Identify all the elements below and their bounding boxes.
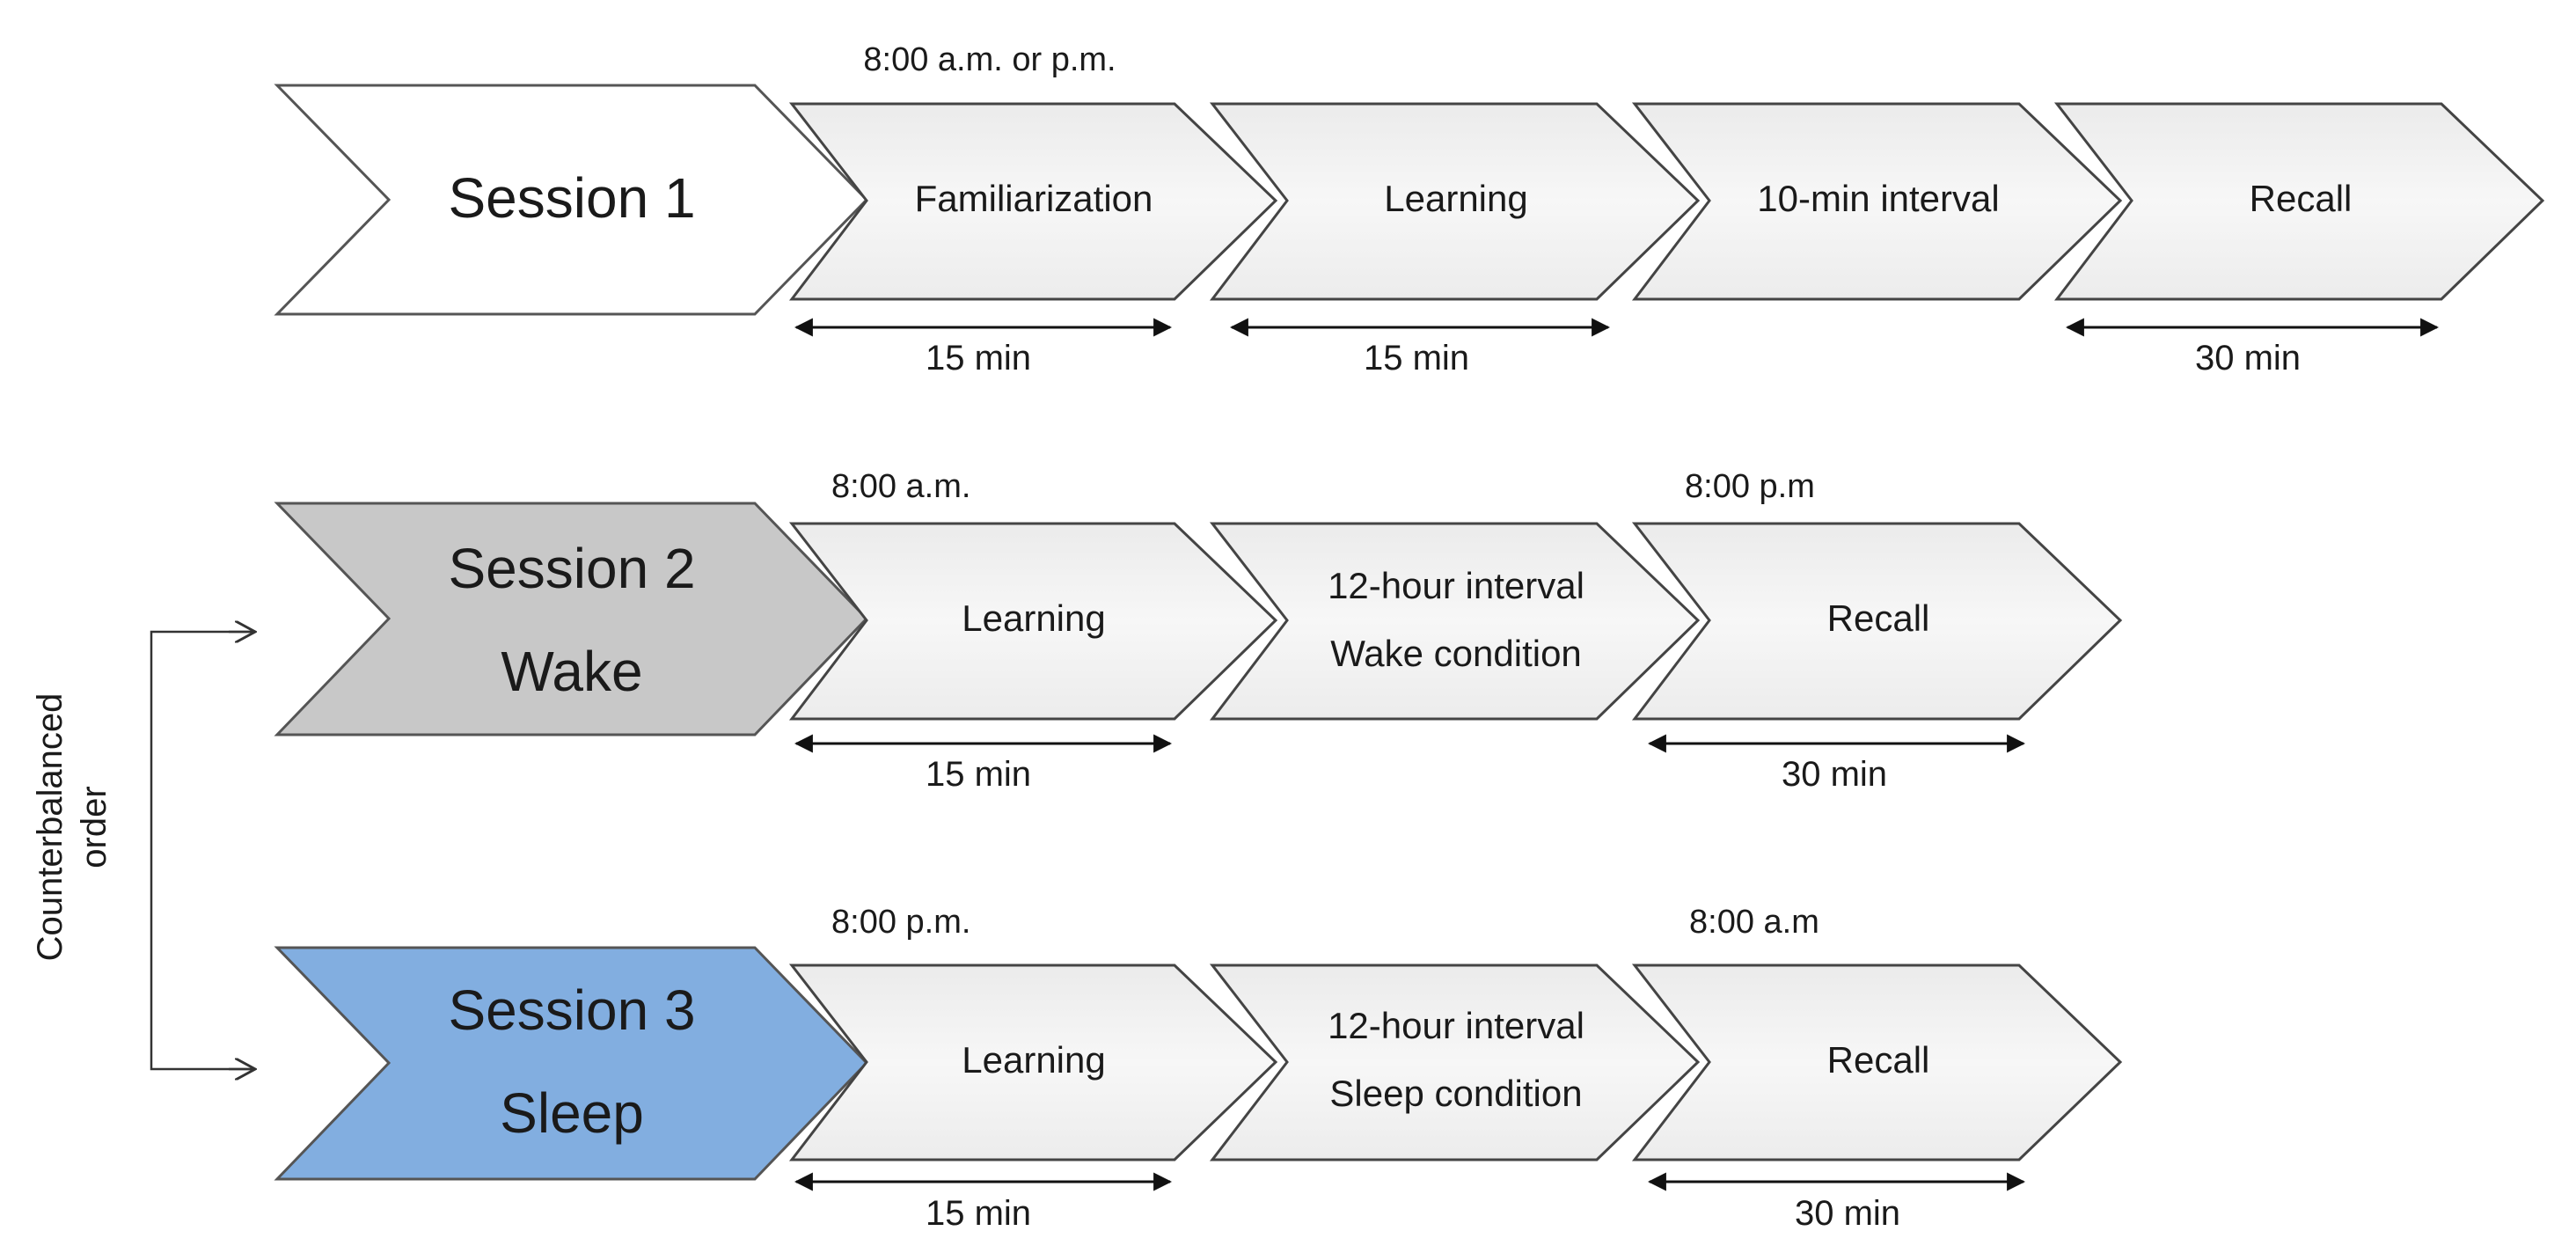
session-1-label: Session 1 xyxy=(448,166,695,230)
step-recall-2 xyxy=(1631,522,2123,721)
session-3-row: Session 3 Sleep 8:00 p.m. 8:00 a.m Learn… xyxy=(274,904,2123,1233)
duration-recall-3: 30 min xyxy=(1795,1194,1900,1233)
step-12h-interval-sleep xyxy=(1209,964,1701,1161)
step-12h-interval-wake-line1: 12-hour interval xyxy=(1328,565,1584,606)
session-2-chevron xyxy=(274,502,869,736)
step-12h-interval-wake-line2: Wake condition xyxy=(1330,633,1582,674)
step-recall-1-label: Recall xyxy=(2250,178,2353,219)
session-2-time-end: 8:00 p.m xyxy=(1685,468,1815,505)
step-12h-interval-wake xyxy=(1209,522,1701,721)
duration-learning-3: 15 min xyxy=(926,1194,1031,1233)
step-12h-interval-sleep-line1: 12-hour interval xyxy=(1328,1005,1584,1046)
step-recall-3 xyxy=(1631,964,2123,1161)
session-3-time-start: 8:00 p.m. xyxy=(831,904,970,941)
session-2-label: Session 2 xyxy=(448,537,695,600)
step-learning-1 xyxy=(1209,102,1701,301)
step-learning-1-label: Learning xyxy=(1384,178,1527,219)
session-2-time-start: 8:00 a.m. xyxy=(831,468,970,505)
session-3-time-end: 8:00 a.m xyxy=(1689,904,1819,941)
step-recall-2-label: Recall xyxy=(1827,597,1930,639)
step-learning-2-label: Learning xyxy=(962,597,1105,639)
duration-learning-1: 15 min xyxy=(1364,339,1469,377)
step-10min-interval-label: 10-min interval xyxy=(1757,178,1999,219)
session-2-condition: Wake xyxy=(501,640,642,703)
bracket-line xyxy=(150,630,253,1071)
session-3-label: Session 3 xyxy=(448,978,695,1042)
session-1-row: Session 1 8:00 a.m. or p.m. Familiarizat… xyxy=(274,41,2545,377)
step-recall-3-label: Recall xyxy=(1827,1039,1930,1081)
duration-recall-1: 30 min xyxy=(2195,339,2301,377)
step-12h-interval-sleep-line2: Sleep condition xyxy=(1329,1073,1582,1114)
session-1-time: 8:00 a.m. or p.m. xyxy=(863,41,1116,78)
step-familiarization-label: Familiarization xyxy=(915,178,1153,219)
counterbalanced-label-line2: order xyxy=(75,786,113,868)
session-1-chevron xyxy=(274,84,869,316)
duration-familiarization: 15 min xyxy=(926,339,1031,377)
step-recall-1 xyxy=(2053,102,2545,301)
step-learning-3 xyxy=(788,964,1278,1161)
step-familiarization xyxy=(788,102,1278,301)
session-3-chevron xyxy=(274,946,869,1181)
duration-recall-2: 30 min xyxy=(1782,755,1887,794)
step-10min-interval xyxy=(1631,102,2123,301)
session-3-condition: Sleep xyxy=(500,1081,644,1145)
session-2-row: Session 2 Wake 8:00 a.m. 8:00 p.m Learni… xyxy=(274,468,2123,794)
counterbalanced-bracket: Counterbalanced order xyxy=(31,632,255,1069)
counterbalanced-label-line1: Counterbalanced xyxy=(31,693,70,962)
step-learning-3-label: Learning xyxy=(962,1039,1105,1081)
step-learning-2 xyxy=(788,522,1278,721)
duration-learning-2: 15 min xyxy=(926,755,1031,794)
